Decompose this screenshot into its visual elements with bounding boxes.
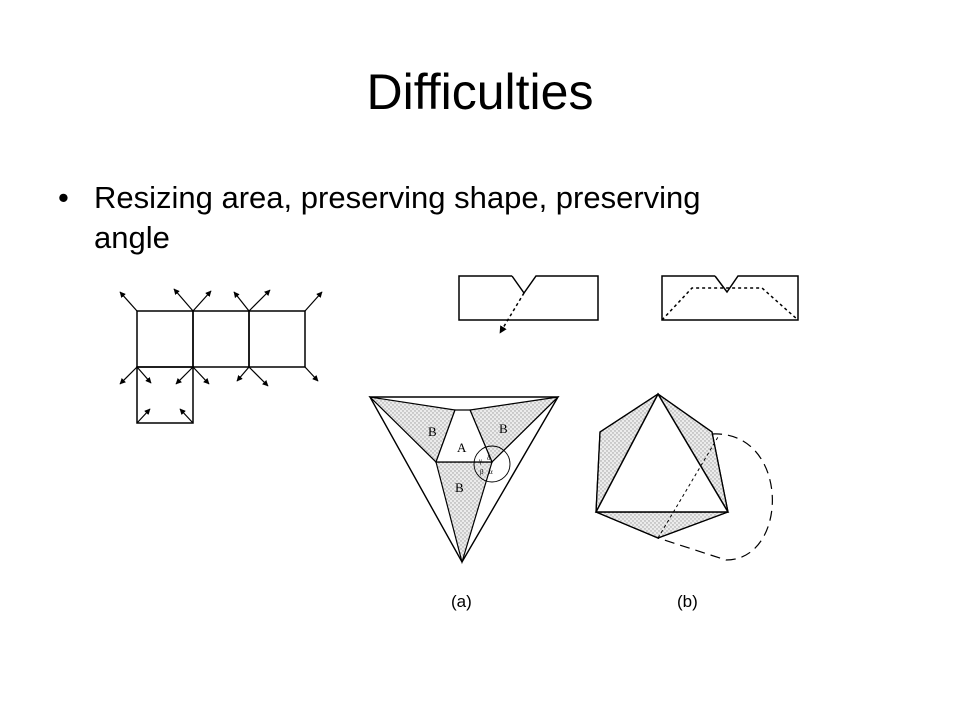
label-b-bottom: B [455,480,464,495]
bullet-item: • Resizing area, preserving shape, prese… [58,178,758,258]
hexagon-diagram-b [594,392,773,561]
notch-rectangle-diagram-2 [661,275,799,321]
label-alpha: α [489,468,493,476]
label-gamma: γ [478,457,482,465]
slide-title: Difficulties [366,64,594,120]
label-a-center: A [457,440,467,455]
mesh-grid-diagram [119,288,323,424]
label-b-right: B [499,421,508,436]
caption-a: (a) [451,592,472,611]
bullet-text: Resizing area, preserving shape, preserv… [94,180,701,255]
bullet-dot: • [58,180,69,215]
label-delta: δ [487,454,491,462]
bullet-list: • Resizing area, preserving shape, prese… [58,178,758,258]
caption-b: (b) [677,592,698,611]
label-beta: β [480,468,484,476]
label-b-left: B [428,424,437,439]
notch-rectangle-diagram-1 [458,275,599,334]
triangle-diagram-a [368,396,560,565]
